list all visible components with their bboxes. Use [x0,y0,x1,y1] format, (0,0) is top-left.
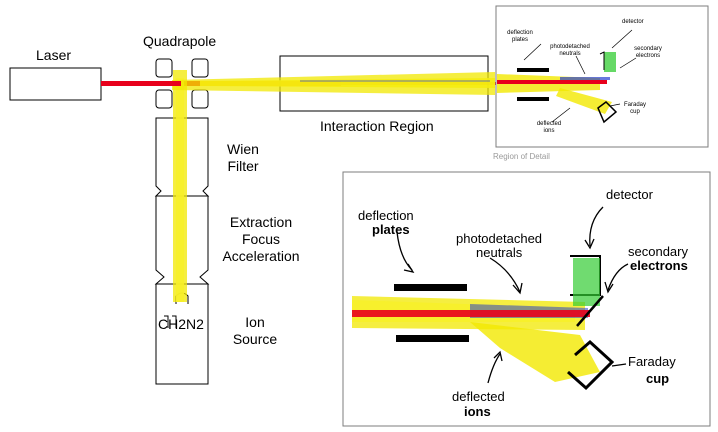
ion-source-label: Ion Source [226,314,284,348]
detail-detector-label: detector [606,187,653,202]
extraction-label: Extraction Focus Acceleration [218,214,304,265]
detail-secondary-label: secondary [628,244,688,259]
ion-beam [172,70,495,302]
detail-neutrals-label: neutrals [476,245,523,260]
quadrapole [155,58,209,109]
thumb-electrons-line: electrons [635,53,661,59]
thumb-plates-line: plates [511,37,528,43]
region-of-detail-caption: Region of Detail [493,152,550,161]
thumb-neutrals-label: photodetached neutrals [545,44,595,58]
thumb-faraday-label: Faraday cup [618,102,652,116]
detail-laser-beam [352,310,590,317]
thumb-ions-label: deflected ions [534,121,564,135]
laser-box [9,67,102,101]
thumb-cup-line: cup [630,109,640,115]
deflection-plate-top [394,284,467,291]
thumb-neutrals-line: neutrals [559,51,581,57]
laser-beam-overlay [101,81,181,86]
wien-label-line: Wien [227,141,259,157]
laser-label: Laser [36,47,72,63]
faraday-cup [567,339,615,391]
source-gas-label: CH2N2 [158,316,204,332]
detail-electrons-label: electrons [630,258,688,273]
detail-plates-label: plates [372,222,410,237]
detail-photodetached-label: photodetached [456,231,543,246]
filter-label-line: Filter [227,158,259,174]
quadrapole-label: Quadrapole [143,33,217,49]
thumb-faraday-line: Faraday [623,102,646,108]
source-line: Source [232,331,278,347]
extraction-line: Extraction [229,214,293,230]
pointer-electrons [607,263,629,291]
detail-ions-label: ions [464,404,491,419]
pointer-neutrals [489,257,521,293]
detail-deflected-label: deflected [452,389,505,404]
thumb-ions-line: ions [543,128,555,134]
neutral-speckles-main [300,80,490,82]
detail-faraday-label: Faraday [628,354,676,369]
wien-filter-label: Wien Filter [220,141,266,175]
secondary-electron-cloud [573,258,600,306]
ion-line: Ion [245,314,265,330]
pointer-ions [487,353,501,384]
pointer-detector [589,206,604,247]
thumb-detector-label: detector [622,19,644,25]
thumb-deflection-plates-label: deflection plates [505,30,535,44]
thumb-deflected-line: deflected [536,121,562,127]
interaction-region-label: Interaction Region [320,118,434,134]
thumb-electrons-label: secondary electrons [628,46,668,60]
pointer-faraday [611,363,627,367]
detail-deflection-label: deflection [358,208,414,223]
thumbnail-content [497,29,637,124]
focus-line: Focus [241,231,281,247]
deflection-plate-bottom [396,335,469,342]
target-plate [576,295,604,327]
thumb-photodetached-line: photodetached [550,44,590,50]
detail-cup-label: cup [646,371,670,386]
thumb-secondary-line: secondary [634,46,662,52]
thumb-deflection-line: deflection [507,30,533,36]
acceleration-line: Acceleration [222,248,300,264]
detail-content [352,206,629,391]
